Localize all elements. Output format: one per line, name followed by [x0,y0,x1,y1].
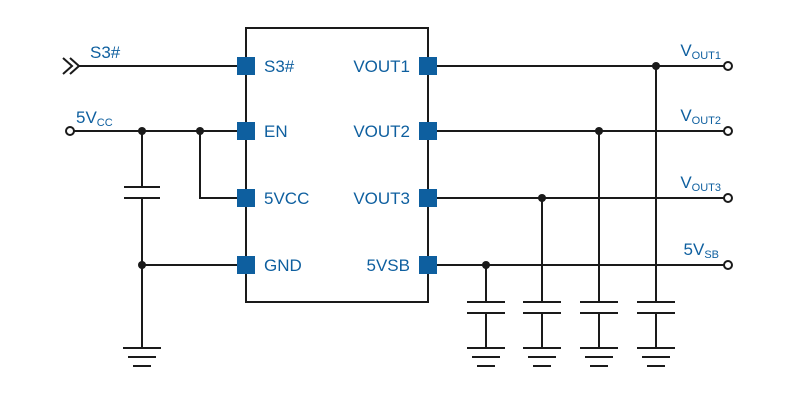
ground-icon [637,347,675,367]
signal-label-vout3-main: V [680,173,692,192]
signal-label-vcc-sub: CC [97,117,113,129]
pin-label-vout3: VOUT3 [353,189,410,208]
pin-label-en: EN [264,122,288,141]
signal-label-vout2-sub: OUT2 [692,115,721,127]
signal-label-s3: S3# [90,43,121,62]
capacitor-icon [467,301,505,314]
terminal-icon [723,193,733,203]
capacitor-icon [124,186,160,199]
capacitor-icon [523,301,561,314]
pin-pad-en [237,122,255,140]
signal-label-vout3-sub: OUT3 [692,182,721,194]
capacitor-icon [580,301,618,314]
signal-label-vsb-main: 5V [684,240,705,259]
terminal-icon [723,260,733,270]
signal-label-vsb-sub: SB [704,249,719,261]
signal-label-vsb: 5VSB [684,240,719,261]
pin-pad-vout2 [419,122,437,140]
signal-label-vout2-main: V [680,106,692,125]
pin-pad-vout3 [419,189,437,207]
pin-pad-s3 [237,57,255,75]
pin-pad-gnd [237,256,255,274]
pin-label-gnd: GND [264,256,302,275]
ground-icon [523,347,561,367]
ground-icon [123,347,161,367]
pin-pad-5vcc [237,189,255,207]
signal-label-vout1-sub: OUT1 [692,50,721,62]
signal-label-vout1-main: V [680,41,692,60]
signal-label-vout2: VOUT2 [680,106,721,127]
ic-body [245,27,429,303]
pin-label-5vcc: 5VCC [264,189,309,208]
terminal-icon [723,61,733,71]
pin-label-vout2: VOUT2 [353,122,410,141]
capacitor-icon [637,301,675,314]
pin-label-5vsb: 5VSB [367,256,410,275]
ground-icon [467,347,505,367]
pin-label-vout1: VOUT1 [353,57,410,76]
terminal-icon [723,126,733,136]
ground-icon [580,347,618,367]
signal-label-vout3: VOUT3 [680,173,721,194]
signal-label-vcc: 5VCC [76,108,113,129]
signal-label-vcc-main: 5V [76,108,97,127]
terminal-icon [65,126,75,136]
signal-label-vout1: VOUT1 [680,41,721,62]
pin-pad-5vsb [419,256,437,274]
double-chevron-input-icon [62,57,81,75]
pin-label-s3: S3# [264,57,295,76]
wire-en-to-5vcc [199,131,246,199]
pin-pad-vout1 [419,57,437,75]
